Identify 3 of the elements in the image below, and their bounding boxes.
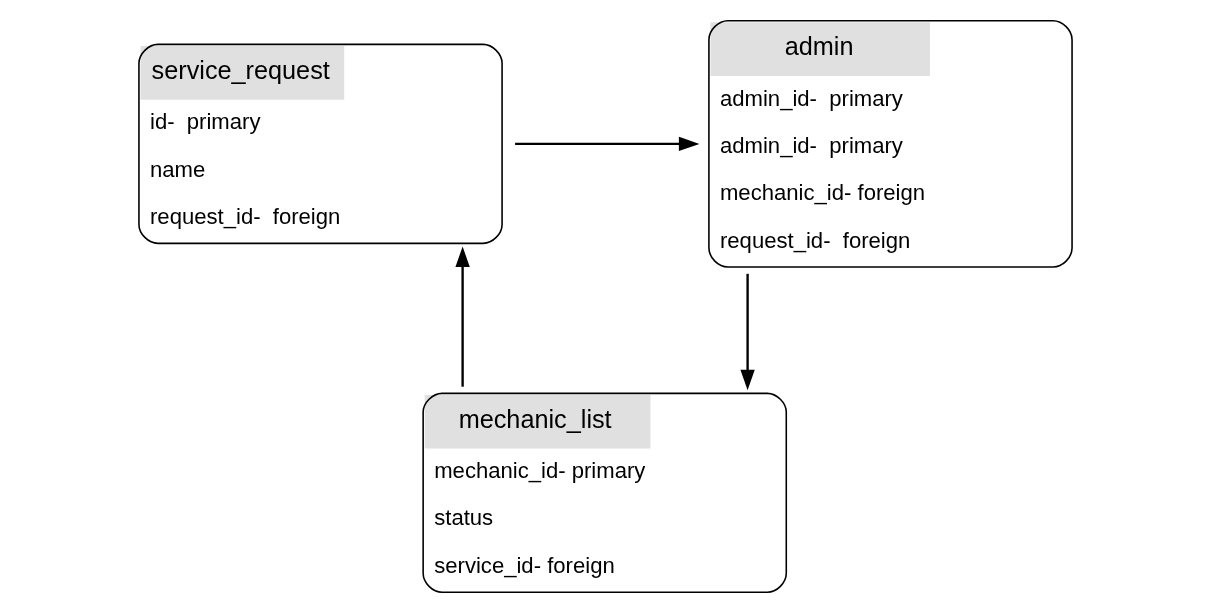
arrow [740,273,755,391]
arrow [455,246,470,387]
arrow [515,136,700,152]
